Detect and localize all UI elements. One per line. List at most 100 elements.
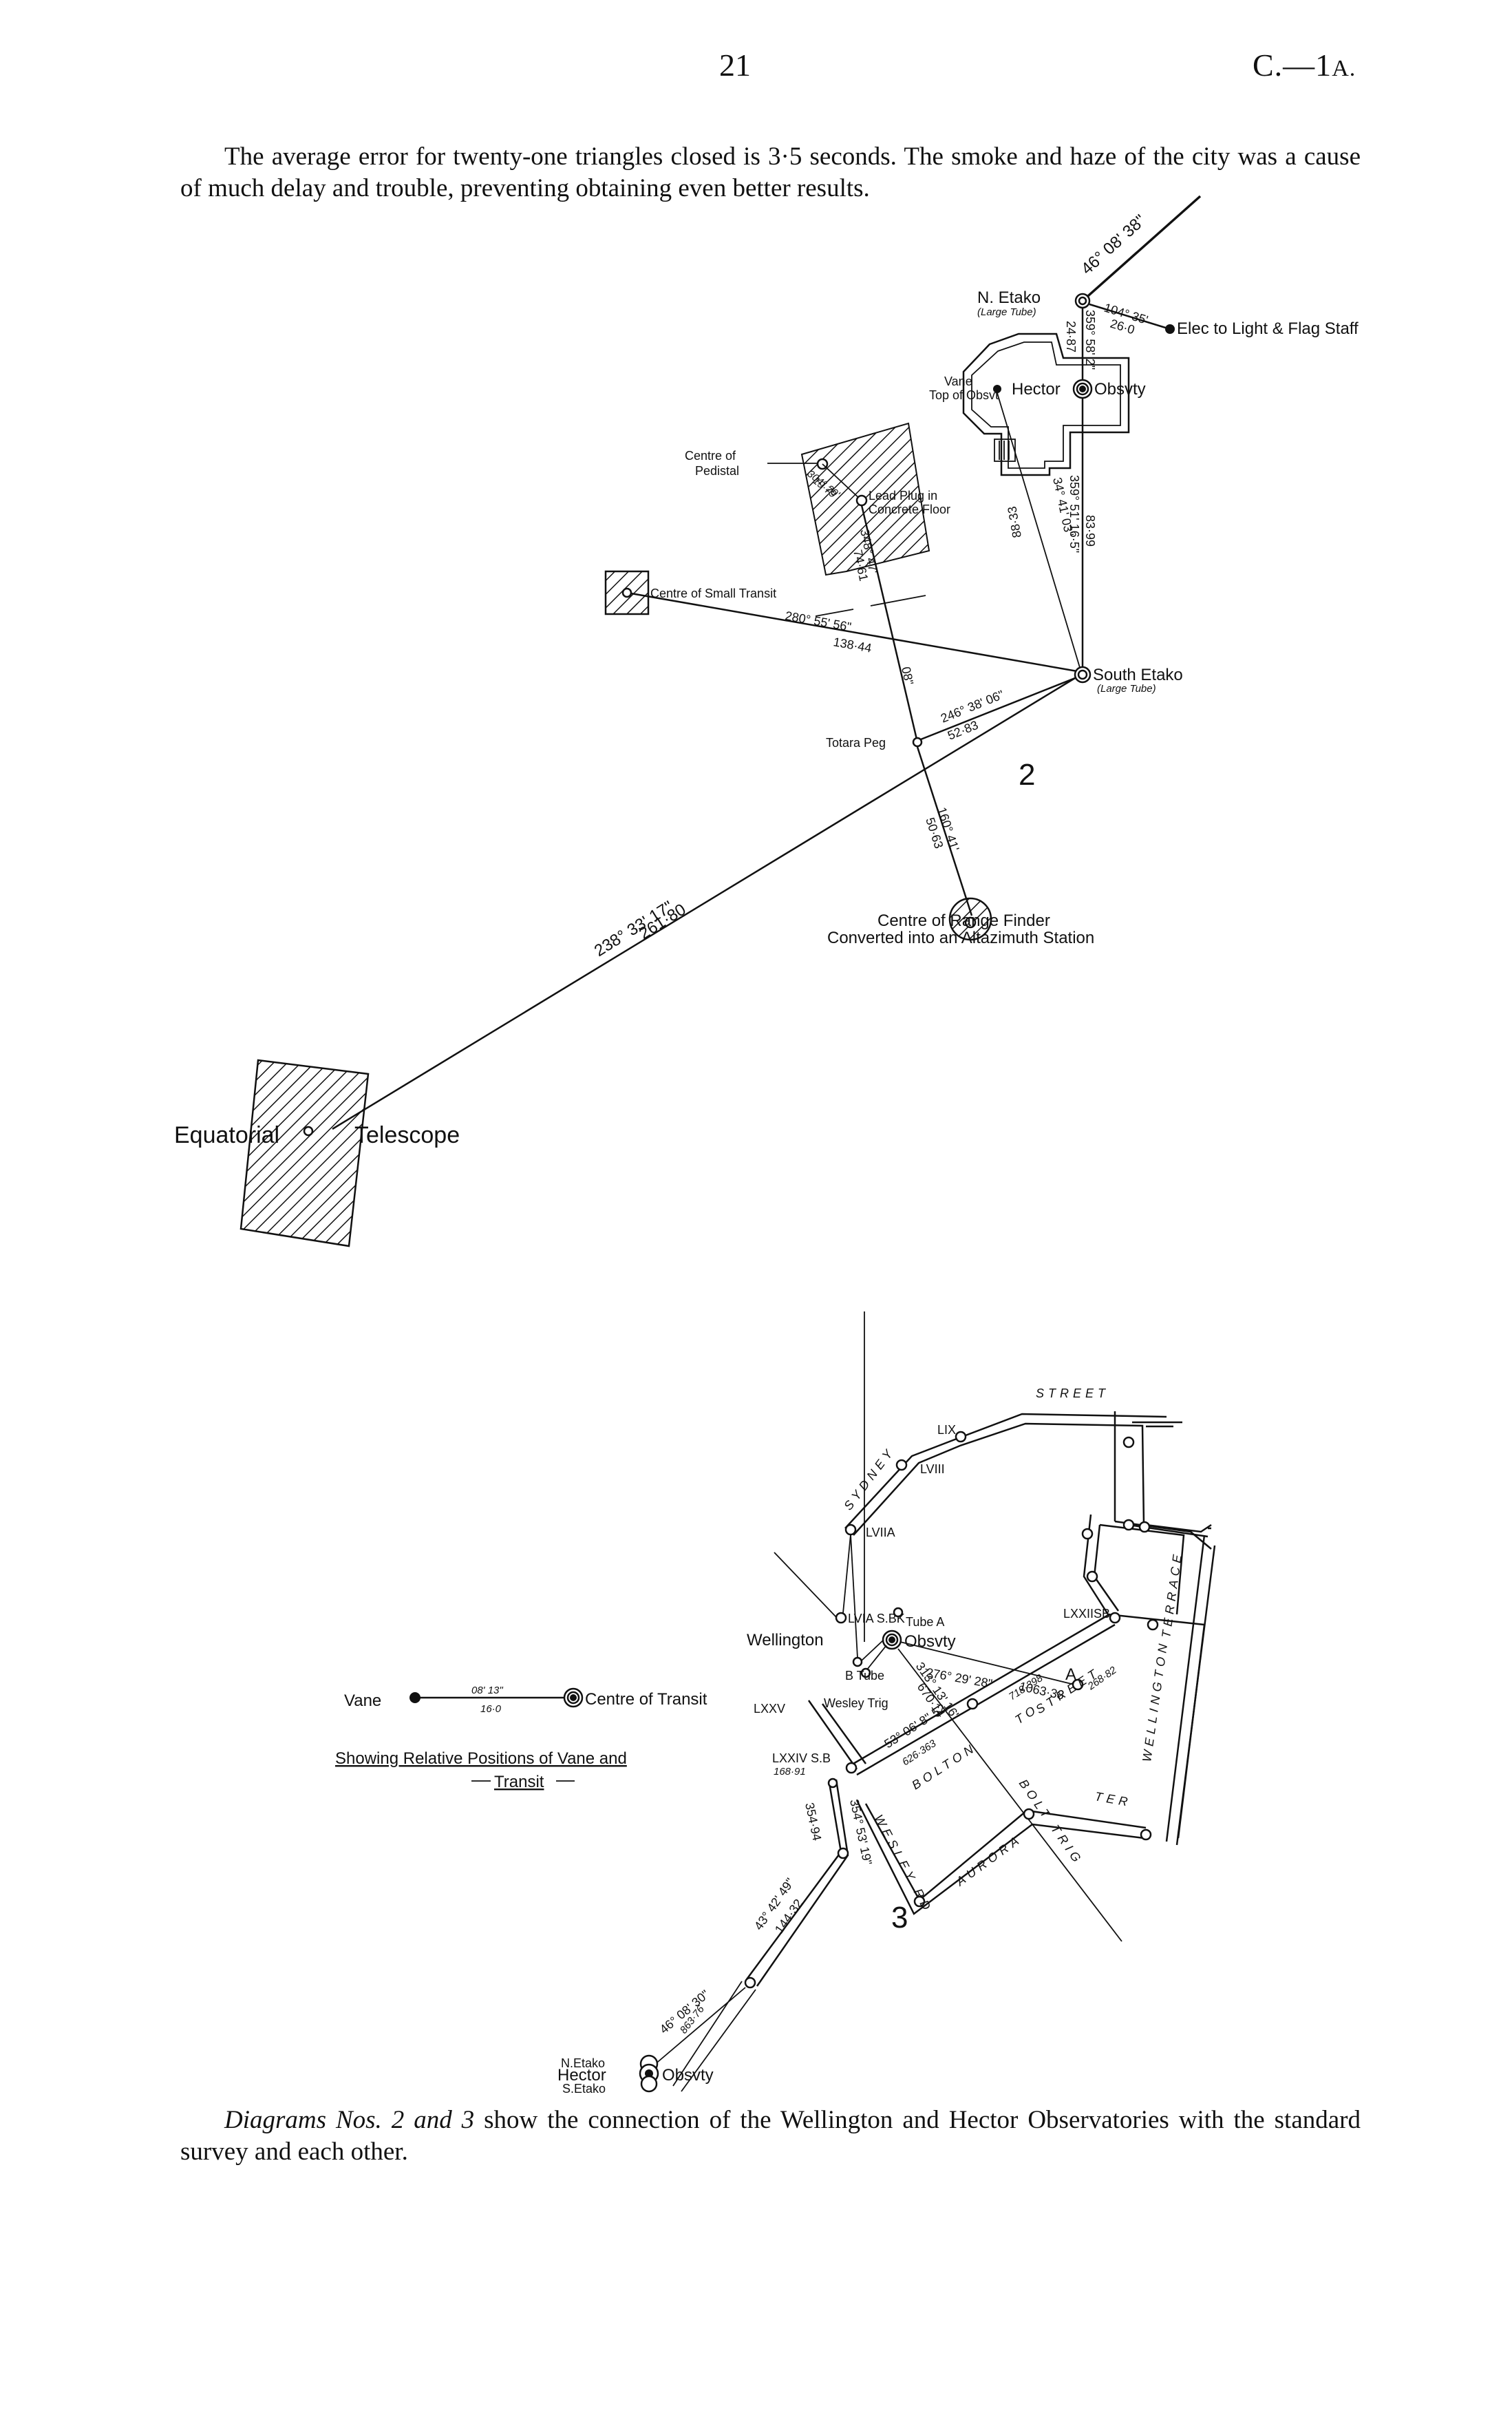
page-number: 21 [719, 48, 751, 83]
sw-station-2-icon [837, 1847, 849, 1859]
hector-se-bearing-label: 359° 51' 16·5" [1067, 475, 1081, 553]
inset-caption-1: Showing Relative Positions of Vane and [335, 1749, 627, 1768]
wellington-obs-label: Wellington [747, 1631, 824, 1649]
small-transit-dist-label: 138·44 [832, 635, 873, 655]
aurora-street-label: AURORA [953, 1832, 1025, 1889]
vane-south-etako-line [997, 392, 1081, 671]
wellington-terrace-edge-2 [1175, 1545, 1216, 1846]
hector-obsvty-label-d3: Obsvty [662, 2066, 714, 2085]
inset-vane-point-icon [409, 1692, 420, 1703]
small-transit-extra-label: 08" [899, 666, 916, 686]
staircase [994, 439, 1016, 462]
elec-light-point-icon [1165, 324, 1175, 334]
inset-caption-2: Transit [494, 1773, 544, 1791]
wellington-station-icon [852, 1656, 863, 1667]
totara-peg-icon [912, 737, 923, 748]
n-etako-label: N. Etako [977, 288, 1041, 307]
lxxiv-station-icon [845, 1762, 858, 1774]
intro-paragraph: The average error for twenty-one triangl… [180, 143, 1361, 202]
ne-bearing-label: 46° 08' 38" [1078, 211, 1149, 279]
wellington-street-label: WELLINGTON [1140, 1639, 1171, 1763]
paper-reference: C.—1A. [1253, 47, 1356, 83]
lviii-station-icon [895, 1459, 908, 1471]
vane-point-icon [993, 385, 1001, 393]
vane-se-dist-label: 88·33 [1005, 505, 1024, 539]
sw-station-3-icon [744, 1976, 756, 1989]
b-tube-icon [860, 1667, 871, 1678]
rangefinder-label: Centre of Range Finder [877, 911, 1050, 930]
bolton-street-edge-2 [856, 1623, 1116, 1776]
hector-label-d3: Hector [557, 2066, 606, 2085]
lead-plug-icon [855, 494, 868, 507]
observatory-building-outline [962, 333, 1130, 476]
inset-distance-label: 16·0 [480, 1703, 502, 1715]
tube-a-icon [893, 1607, 904, 1618]
closing-rest: show the connection of the Wellington an… [180, 2106, 1361, 2166]
a-mark-label: A [1065, 1665, 1076, 1684]
lix-station-icon [955, 1431, 967, 1443]
b-tube-label: B Tube [845, 1669, 884, 1683]
closing-paragraph: Diagrams Nos. 2 and 3 show the connectio… [180, 2105, 1361, 2168]
ne-hector-dist-label: 24·87 [1064, 321, 1078, 352]
terrace-station-3-icon [1138, 1521, 1151, 1533]
inset-bearing-label: 08' 13" [471, 1685, 503, 1696]
lxxiv-dist-label: 168·91 [774, 1766, 806, 1778]
sydney-street-edge-2 [853, 1422, 1145, 1536]
sw-station-1-icon [827, 1778, 838, 1789]
vane-sub-label: Top of Obsvt [929, 388, 999, 402]
hector-obsvty-label: Obsvty [1094, 380, 1146, 399]
small-transit-icon [621, 587, 632, 598]
sw-dist-label: 354·94 [802, 1802, 824, 1842]
lvia-station-icon [835, 1612, 847, 1624]
inset-transit-label: Centre of Transit [585, 1690, 707, 1709]
closing-italic-1: Diagrams Nos. [224, 2106, 382, 2134]
pedistal-label-2: Pedistal [695, 464, 739, 478]
pedistal-label: Centre of [685, 449, 736, 463]
diagram-3-number: 3 [891, 1901, 908, 1934]
terrace-station-1-icon [1081, 1528, 1094, 1540]
lxxv-label: LXXV [754, 1702, 785, 1716]
lviia-station-icon [844, 1523, 857, 1536]
lxxii-a-station-icon [1072, 1678, 1084, 1691]
equatorial-label: Equatorial [174, 1122, 279, 1148]
hector-line [653, 1987, 746, 2066]
wellington-terrace-edge-1 [1165, 1535, 1206, 1842]
small-transit-south-etako-line [630, 592, 1078, 673]
street-corner-station-icon [1122, 1436, 1135, 1448]
paper-ref-suffix: A. [1332, 56, 1356, 81]
sw-bearing-label: 354° 53' 19" [847, 1798, 875, 1866]
bolton-station-icon [966, 1698, 979, 1710]
hector-n-etako-label: N.Etako [561, 2056, 605, 2070]
aurora-station-3-icon [1140, 1828, 1152, 1841]
equatorial-south-etako-line [332, 677, 1076, 1130]
diagram-2-number: 2 [1019, 758, 1035, 792]
totara-peg-label: Totara Peg [826, 736, 886, 750]
ter-label: TER [1094, 1789, 1133, 1809]
rangefinder-label-2: Converted into an Altazimuth Station [827, 929, 1094, 947]
terrace-station-2-icon [1122, 1519, 1135, 1531]
lead-plug-label: Lead Plug in [869, 489, 937, 503]
lead-plug-label-2: Concrete Floor [869, 503, 950, 516]
terrace-station-5-icon [1147, 1618, 1159, 1631]
closing-italic-2: 2 and 3 [391, 2106, 475, 2134]
bolt-trig-label: BOLT TRIG [1016, 1777, 1086, 1868]
rangefinder-centre-icon [964, 916, 977, 929]
vane-label: Vane [944, 375, 972, 388]
street-top-label: STREET [1036, 1386, 1109, 1400]
equatorial-centre-icon [303, 1126, 314, 1137]
lviii-label: LVIII [920, 1462, 945, 1476]
vane-transit-inset: Vane 08' 13" 16·0 Centre of Transit Show… [335, 1685, 707, 1791]
hector-se-dist-label: 83·99 [1083, 515, 1097, 547]
lead-plug-totara-line [860, 505, 919, 743]
elec-light-label: Elec to Light & Flag Staff [1177, 319, 1359, 338]
terrace-station-4-icon [1086, 1570, 1098, 1583]
diagram-2: 46° 08' 38" N. Etako (Large Tube) Elec t… [174, 195, 1359, 1247]
small-transit-bearing-label: 280° 55' 56" [784, 609, 852, 634]
n-etako-station-inner [1078, 296, 1087, 306]
lxxii-station-icon [1109, 1612, 1121, 1624]
aurora-station-1-icon [913, 1895, 926, 1908]
totara-south-etako-line [920, 677, 1076, 741]
aurora-edge-2 [855, 1800, 1144, 1915]
aurora-edge-1 [864, 1803, 1147, 1901]
